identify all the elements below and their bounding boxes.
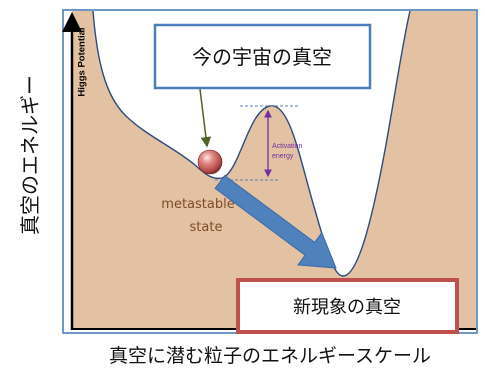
x-axis-label: 真空に潜む粒子のエネルギースケール xyxy=(109,345,431,367)
vacuum-ball xyxy=(197,149,223,175)
potential-area xyxy=(72,11,476,329)
activation-label-line1: Activation xyxy=(272,143,302,150)
activation-label-line2: energy xyxy=(272,153,294,160)
y-axis-label: 真空のエネルギー xyxy=(18,75,42,235)
current-vacuum-callout xyxy=(153,23,372,90)
current-vacuum-label: 今の宇宙の真空 xyxy=(192,45,332,69)
potential-axis-label: Higgs Potential xyxy=(77,27,88,96)
metastable-label-line2: state xyxy=(190,220,223,235)
potential-curve xyxy=(92,10,411,277)
callout-pointer-arrow xyxy=(199,88,212,148)
vacuum-transition-arrow xyxy=(214,174,337,269)
new-vacuum-label: 新現象の真空 xyxy=(293,297,401,318)
metastable-label-line1: metastable xyxy=(161,197,234,212)
new-vacuum-callout xyxy=(236,278,459,334)
